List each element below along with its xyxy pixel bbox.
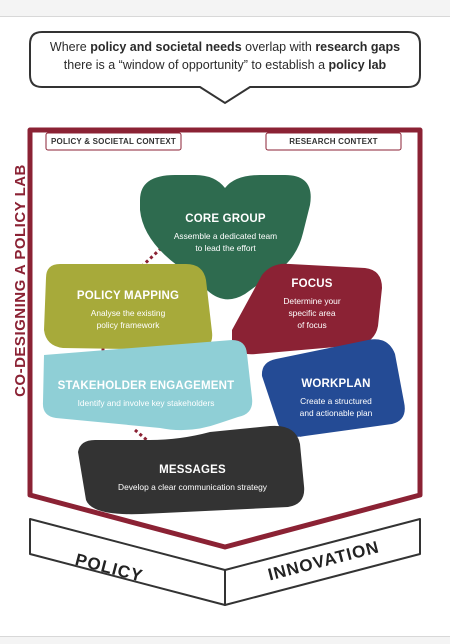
workplan-title: WORKPLAN	[301, 378, 371, 390]
focus-desc-2: specific area	[288, 308, 336, 318]
header-text: Where policy and societal needs overlap …	[49, 40, 401, 72]
workplan-desc-2: and actionable plan	[299, 408, 373, 418]
stakeholder-desc-1: Identify and involve key stakeholders	[77, 398, 215, 408]
lab-frame	[27, 127, 423, 550]
messages-shape	[78, 425, 305, 515]
policy-mapping-desc-2: policy framework	[96, 320, 160, 330]
messages-title: MESSAGES	[159, 464, 226, 476]
workplan-text: WORKPLAN Create a structured and actiona…	[272, 378, 400, 419]
focus-shape	[232, 263, 382, 355]
policy-mapping-shape	[44, 264, 213, 350]
connector-stakeholder-messages	[134, 428, 156, 449]
core-group-desc-2: to lead the effort	[195, 243, 256, 253]
policy-mapping-title: POLICY MAPPING	[76, 290, 180, 302]
header-bubble	[29, 31, 421, 105]
footer-banner-right	[224, 518, 421, 606]
workplan-desc-1: Create a structured	[300, 396, 372, 406]
core-group-text: CORE GROUP Assemble a dedicated team to …	[148, 213, 303, 254]
bottom-bar	[0, 636, 450, 644]
core-group-title: CORE GROUP	[185, 213, 266, 225]
policy-context-label: POLICY & SOCIETAL CONTEXT	[50, 137, 176, 146]
research-context-label: RESEARCH CONTEXT	[289, 137, 378, 146]
policy-context-tab	[45, 132, 182, 151]
messages-text: MESSAGES Develop a clear communication s…	[90, 464, 295, 493]
focus-desc-1: Determine your	[283, 296, 341, 306]
policy-mapping-desc-1: Analyse the existing	[90, 308, 166, 318]
research-context-tab	[265, 132, 402, 151]
policy-mapping-text: POLICY MAPPING Analyse the existing poli…	[48, 290, 208, 331]
focus-text: FOCUS Determine your specific area of fo…	[252, 278, 372, 331]
vertical-title: CO-DESIGNING A POLICY LAB	[11, 163, 29, 397]
stakeholder-shape	[42, 340, 253, 431]
top-bar	[0, 0, 450, 17]
messages-desc-1: Develop a clear communication strategy	[118, 482, 267, 492]
workplan-shape	[261, 339, 405, 437]
stakeholder-text: STAKEHOLDER ENGAGEMENT Identify and invo…	[48, 380, 244, 409]
stakeholder-title: STAKEHOLDER ENGAGEMENT	[57, 380, 235, 392]
focus-desc-3: of focus	[297, 320, 327, 330]
core-group-desc-1: Assemble a dedicated team	[173, 231, 278, 241]
focus-title: FOCUS	[291, 278, 333, 290]
